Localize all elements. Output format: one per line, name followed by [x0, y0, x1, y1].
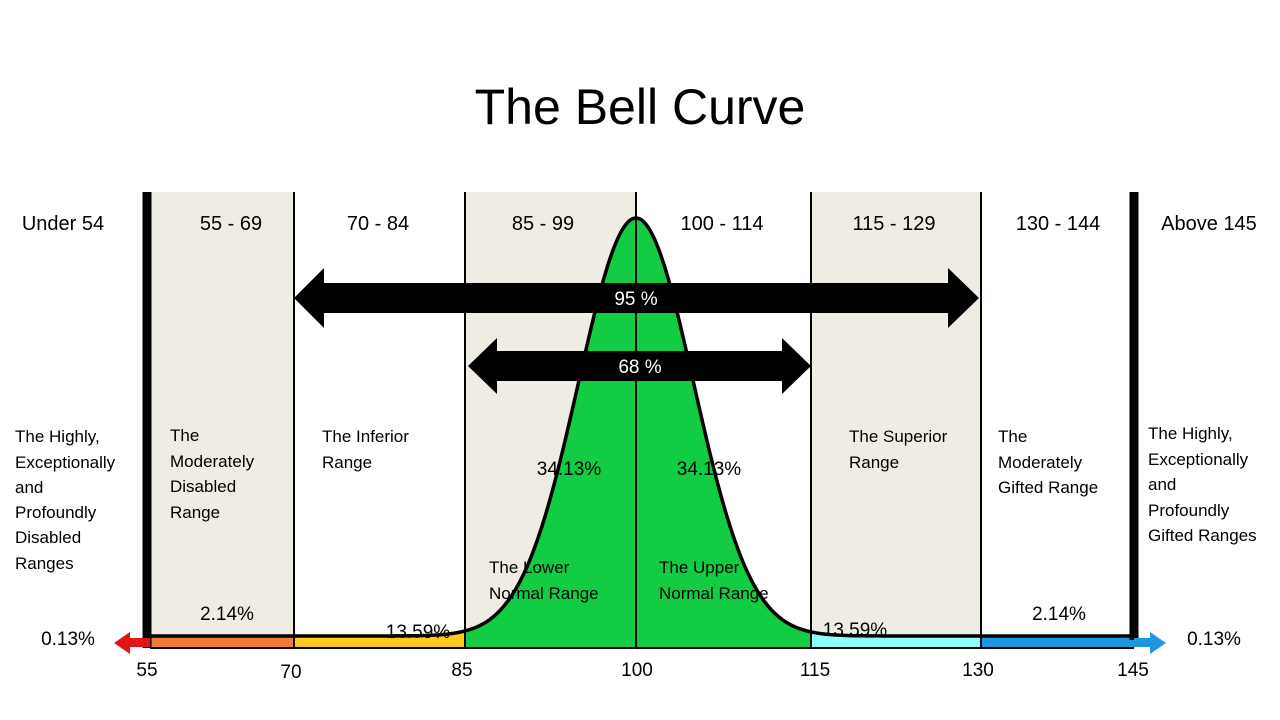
range-header-70-84: 70 - 84	[347, 213, 409, 235]
axis-tick-130: 130	[962, 660, 994, 681]
arrow-68-percent	[468, 338, 811, 394]
axis-tick-85: 85	[451, 660, 472, 681]
arrow-95-percent	[294, 268, 979, 328]
label-moderately-gifted: The Moderately Gifted Range	[998, 427, 1098, 497]
pct-left-center: 34.13%	[537, 459, 602, 480]
label-superior: The Superior Range	[849, 427, 952, 472]
range-header-100-114: 100 - 114	[680, 213, 763, 235]
pct-right-tail: 0.13%	[1187, 629, 1241, 650]
diagram-title: The Bell Curve	[475, 79, 806, 135]
range-header-130-144: 130 - 144	[1016, 213, 1101, 235]
arrow-68-label: 68 %	[618, 357, 661, 378]
axis-tick-70: 70	[280, 662, 301, 683]
range-header-above-145: Above 145	[1161, 213, 1257, 235]
range-header-55-69: 55 - 69	[200, 213, 262, 235]
pct-right-outer: 2.14%	[1032, 604, 1086, 625]
axis-tick-100: 100	[621, 660, 653, 681]
bell-curve-line	[150, 216, 1134, 638]
pct-right-center: 34.13%	[677, 459, 742, 480]
label-upper-normal: The Upper Normal Range	[659, 558, 769, 603]
pct-left-tail: 0.13%	[41, 629, 95, 650]
axis-tick-55: 55	[136, 660, 157, 681]
area-70-85	[294, 631, 465, 648]
label-lower-normal: The Lower Normal Range	[489, 558, 599, 603]
range-header-115-129: 115 - 129	[852, 213, 935, 235]
label-far-left-disabled: The Highly, Exceptionally and Profoundly…	[15, 427, 120, 573]
column-55-69	[150, 192, 294, 648]
axis-tick-145: 145	[1117, 660, 1149, 681]
range-header-85-99: 85 - 99	[512, 213, 574, 235]
pct-left-mid: 13.59%	[386, 622, 451, 643]
left-tail-arrow	[114, 632, 150, 654]
label-far-right-gifted: The Highly, Exceptionally and Profoundly…	[1148, 424, 1257, 545]
right-tail-arrow	[1134, 632, 1166, 654]
arrow-95-label: 95 %	[614, 289, 657, 310]
pct-right-mid: 13.59%	[823, 620, 888, 641]
area-130-145	[981, 636, 1134, 648]
area-85-115	[465, 218, 811, 648]
label-moderately-disabled: The Moderately Disabled Range	[170, 426, 259, 522]
range-header-under-54: Under 54	[22, 213, 104, 235]
axis-tick-115: 115	[800, 660, 830, 681]
area-55-70	[150, 636, 294, 648]
column-115-129	[811, 192, 981, 648]
pct-left-outer: 2.14%	[200, 604, 254, 625]
label-inferior: The Inferior Range	[322, 427, 414, 472]
